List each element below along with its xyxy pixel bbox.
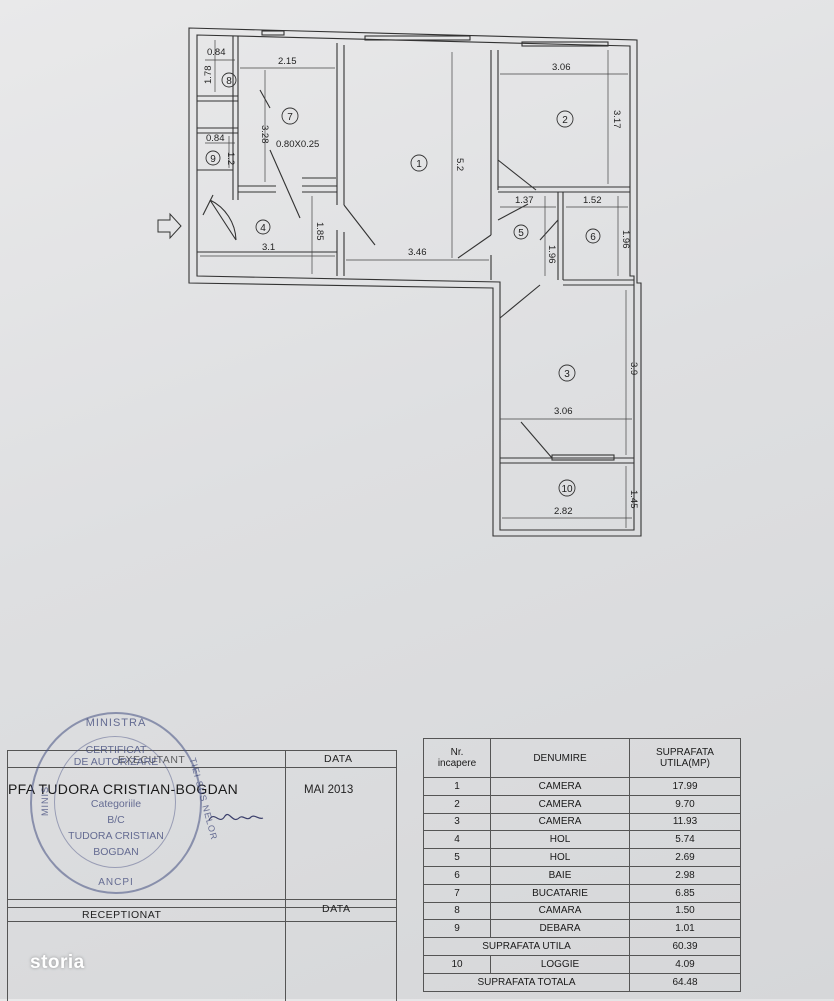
door-swing-5b — [497, 203, 529, 221]
room-number-1: 1 — [416, 159, 422, 170]
storia-watermark: storia — [30, 952, 85, 973]
receptionat-label: RECEPTIONAT — [82, 909, 162, 921]
door-swing-7 — [269, 149, 301, 219]
dim-label: 2.15 — [278, 56, 297, 67]
door-swing-1 — [343, 204, 376, 246]
room-number-4: 4 — [260, 223, 266, 234]
door-swing-4 — [209, 199, 237, 241]
stamp-line-2: DE AUTORIZARE — [73, 756, 159, 768]
room-number-5: 5 — [518, 228, 524, 239]
stamp-ring-bottom: ANCPI — [98, 877, 134, 888]
dim-label: 1.85 — [314, 222, 325, 241]
outer-wall — [188, 27, 642, 537]
room-number-3: 3 — [564, 369, 570, 380]
dim-label: 3.46 — [408, 247, 427, 258]
door-swing-5 — [497, 159, 537, 191]
dim-label: 1.96 — [620, 230, 631, 249]
date-label-2: DATA — [322, 903, 351, 915]
room-number-7: 7 — [287, 112, 293, 123]
dim-label: 0.84 — [207, 47, 226, 58]
dim-label: 1.37 — [515, 195, 534, 206]
room-number-2: 2 — [562, 115, 568, 126]
stamp-line-3: Categoriile — [90, 798, 142, 810]
header-denumire: DENUMIRE — [490, 738, 630, 778]
door-swing-3 — [499, 284, 541, 319]
dim-label: 3.06 — [552, 62, 571, 73]
room-number-8: 8 — [226, 76, 232, 87]
dim-label: 2.82 — [554, 506, 573, 517]
dim-label: 0.84 — [206, 133, 225, 144]
dim-label: 1.52 — [583, 195, 602, 206]
stamp-line-1: CERTIFICAT — [85, 744, 147, 756]
date-label: DATA — [324, 753, 353, 765]
inner-wall-line — [196, 34, 635, 531]
dim-label: 0.80X0.25 — [276, 139, 319, 150]
room-number-9: 9 — [210, 154, 216, 165]
dim-label: 3.28 — [259, 125, 270, 144]
room-number-6: 6 — [590, 232, 596, 243]
door-swing-1b — [457, 234, 492, 259]
door-swing-10 — [520, 421, 553, 459]
floor-plan: 1 2 3 4 5 6 7 8 9 10 0.84 1.78 2.15 3.28… — [157, 27, 642, 537]
dim-label: 5.2 — [454, 158, 465, 171]
stamp-line-5: TUDORA CRISTIAN — [68, 830, 164, 842]
entrance-arrow-icon — [157, 212, 182, 240]
dim-label: 3.17 — [611, 110, 622, 129]
dim-label: 1.2 — [225, 152, 236, 165]
dim-label: 3.06 — [554, 406, 573, 417]
header-nr: Nr.incapere — [423, 738, 491, 778]
dim-label: 1.78 — [203, 66, 214, 85]
dim-label: 3.9 — [628, 362, 639, 375]
window-top-2 — [521, 41, 609, 47]
door-swing-6 — [539, 219, 559, 241]
stamp-line-6: BOGDAN — [93, 846, 139, 858]
dim-label: 1.45 — [628, 490, 639, 509]
dim-label: 1.96 — [546, 245, 557, 264]
executant-date: MAI 2013 — [304, 784, 354, 796]
stamp-line-4: B/C — [107, 814, 125, 826]
authorization-stamp: MINISTRA MINIS TIEI SUS NELOR CERTIFICAT… — [30, 712, 219, 894]
window-top-7 — [261, 30, 285, 36]
signature — [208, 814, 264, 821]
window-top-1 — [364, 35, 471, 41]
room-number-10: 10 — [561, 484, 573, 495]
dim-label: 3.1 — [262, 242, 275, 253]
door-swing-9 — [202, 194, 214, 216]
stamp-ring-top: MINISTRA — [85, 717, 147, 729]
